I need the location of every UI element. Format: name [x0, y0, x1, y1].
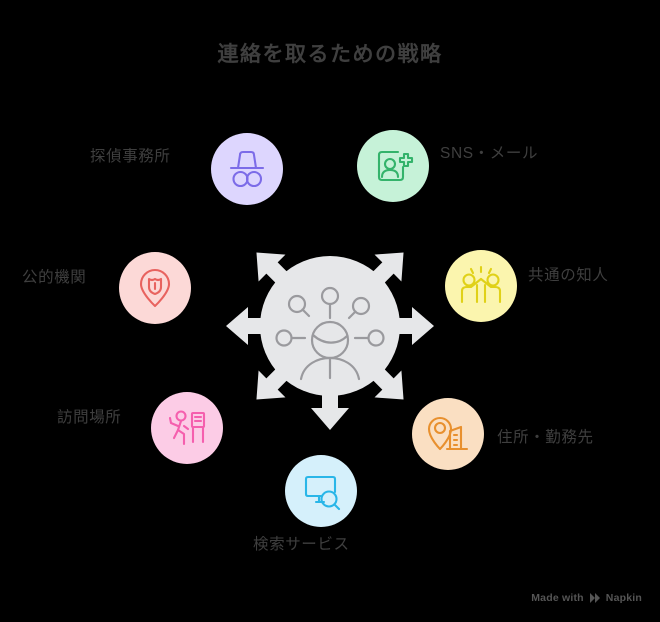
arrow-up-right: [324, 252, 404, 332]
node-public-institution[interactable]: [119, 252, 191, 324]
node-search-service[interactable]: [285, 455, 357, 527]
node-label-detective: 探偵事務所: [90, 148, 171, 165]
node-label-mutual-acquaintance: 共通の知人: [528, 267, 609, 284]
node-label-sns: SNS・メール: [440, 145, 539, 162]
arrow-down-right: [324, 320, 404, 400]
watermark-text: Made with: [531, 592, 584, 604]
hub-circle: [260, 256, 400, 396]
node-address-workplace[interactable]: [412, 398, 484, 470]
node-visit-location[interactable]: [151, 392, 223, 464]
arrow-down-left: [256, 320, 336, 400]
arrow-up-left: [256, 252, 336, 332]
arrow-right: [330, 307, 434, 345]
arrow-down: [311, 326, 349, 430]
page-title: 連絡を取るための戦略: [217, 43, 443, 66]
person-network-search-icon: [275, 286, 385, 381]
two-people-high-five-icon: [460, 265, 502, 304]
node-detective[interactable]: [211, 133, 283, 205]
monitor-magnifier-icon: [304, 475, 341, 511]
map-pin-building-icon: [427, 417, 469, 451]
node-label-public-institution: 公的機関: [22, 269, 87, 286]
node-sns[interactable]: [357, 130, 429, 202]
node-label-search-service: 検索サービス: [253, 536, 350, 553]
napkin-logo-icon: [589, 593, 600, 603]
arrow-left: [226, 307, 330, 345]
person-walking-door-icon: [168, 410, 206, 446]
map-pin-police-badge-icon: [139, 269, 171, 308]
detective-hat-glasses-icon: [229, 150, 265, 188]
contact-card-plus-icon: [377, 150, 414, 182]
node-label-address-workplace: 住所・勤務先: [497, 429, 594, 446]
watermark[interactable]: Made with Napkin: [531, 592, 642, 604]
watermark-brand: Napkin: [605, 592, 642, 604]
node-mutual-acquaintance[interactable]: [445, 250, 517, 322]
node-label-visit-location: 訪問場所: [57, 409, 122, 426]
